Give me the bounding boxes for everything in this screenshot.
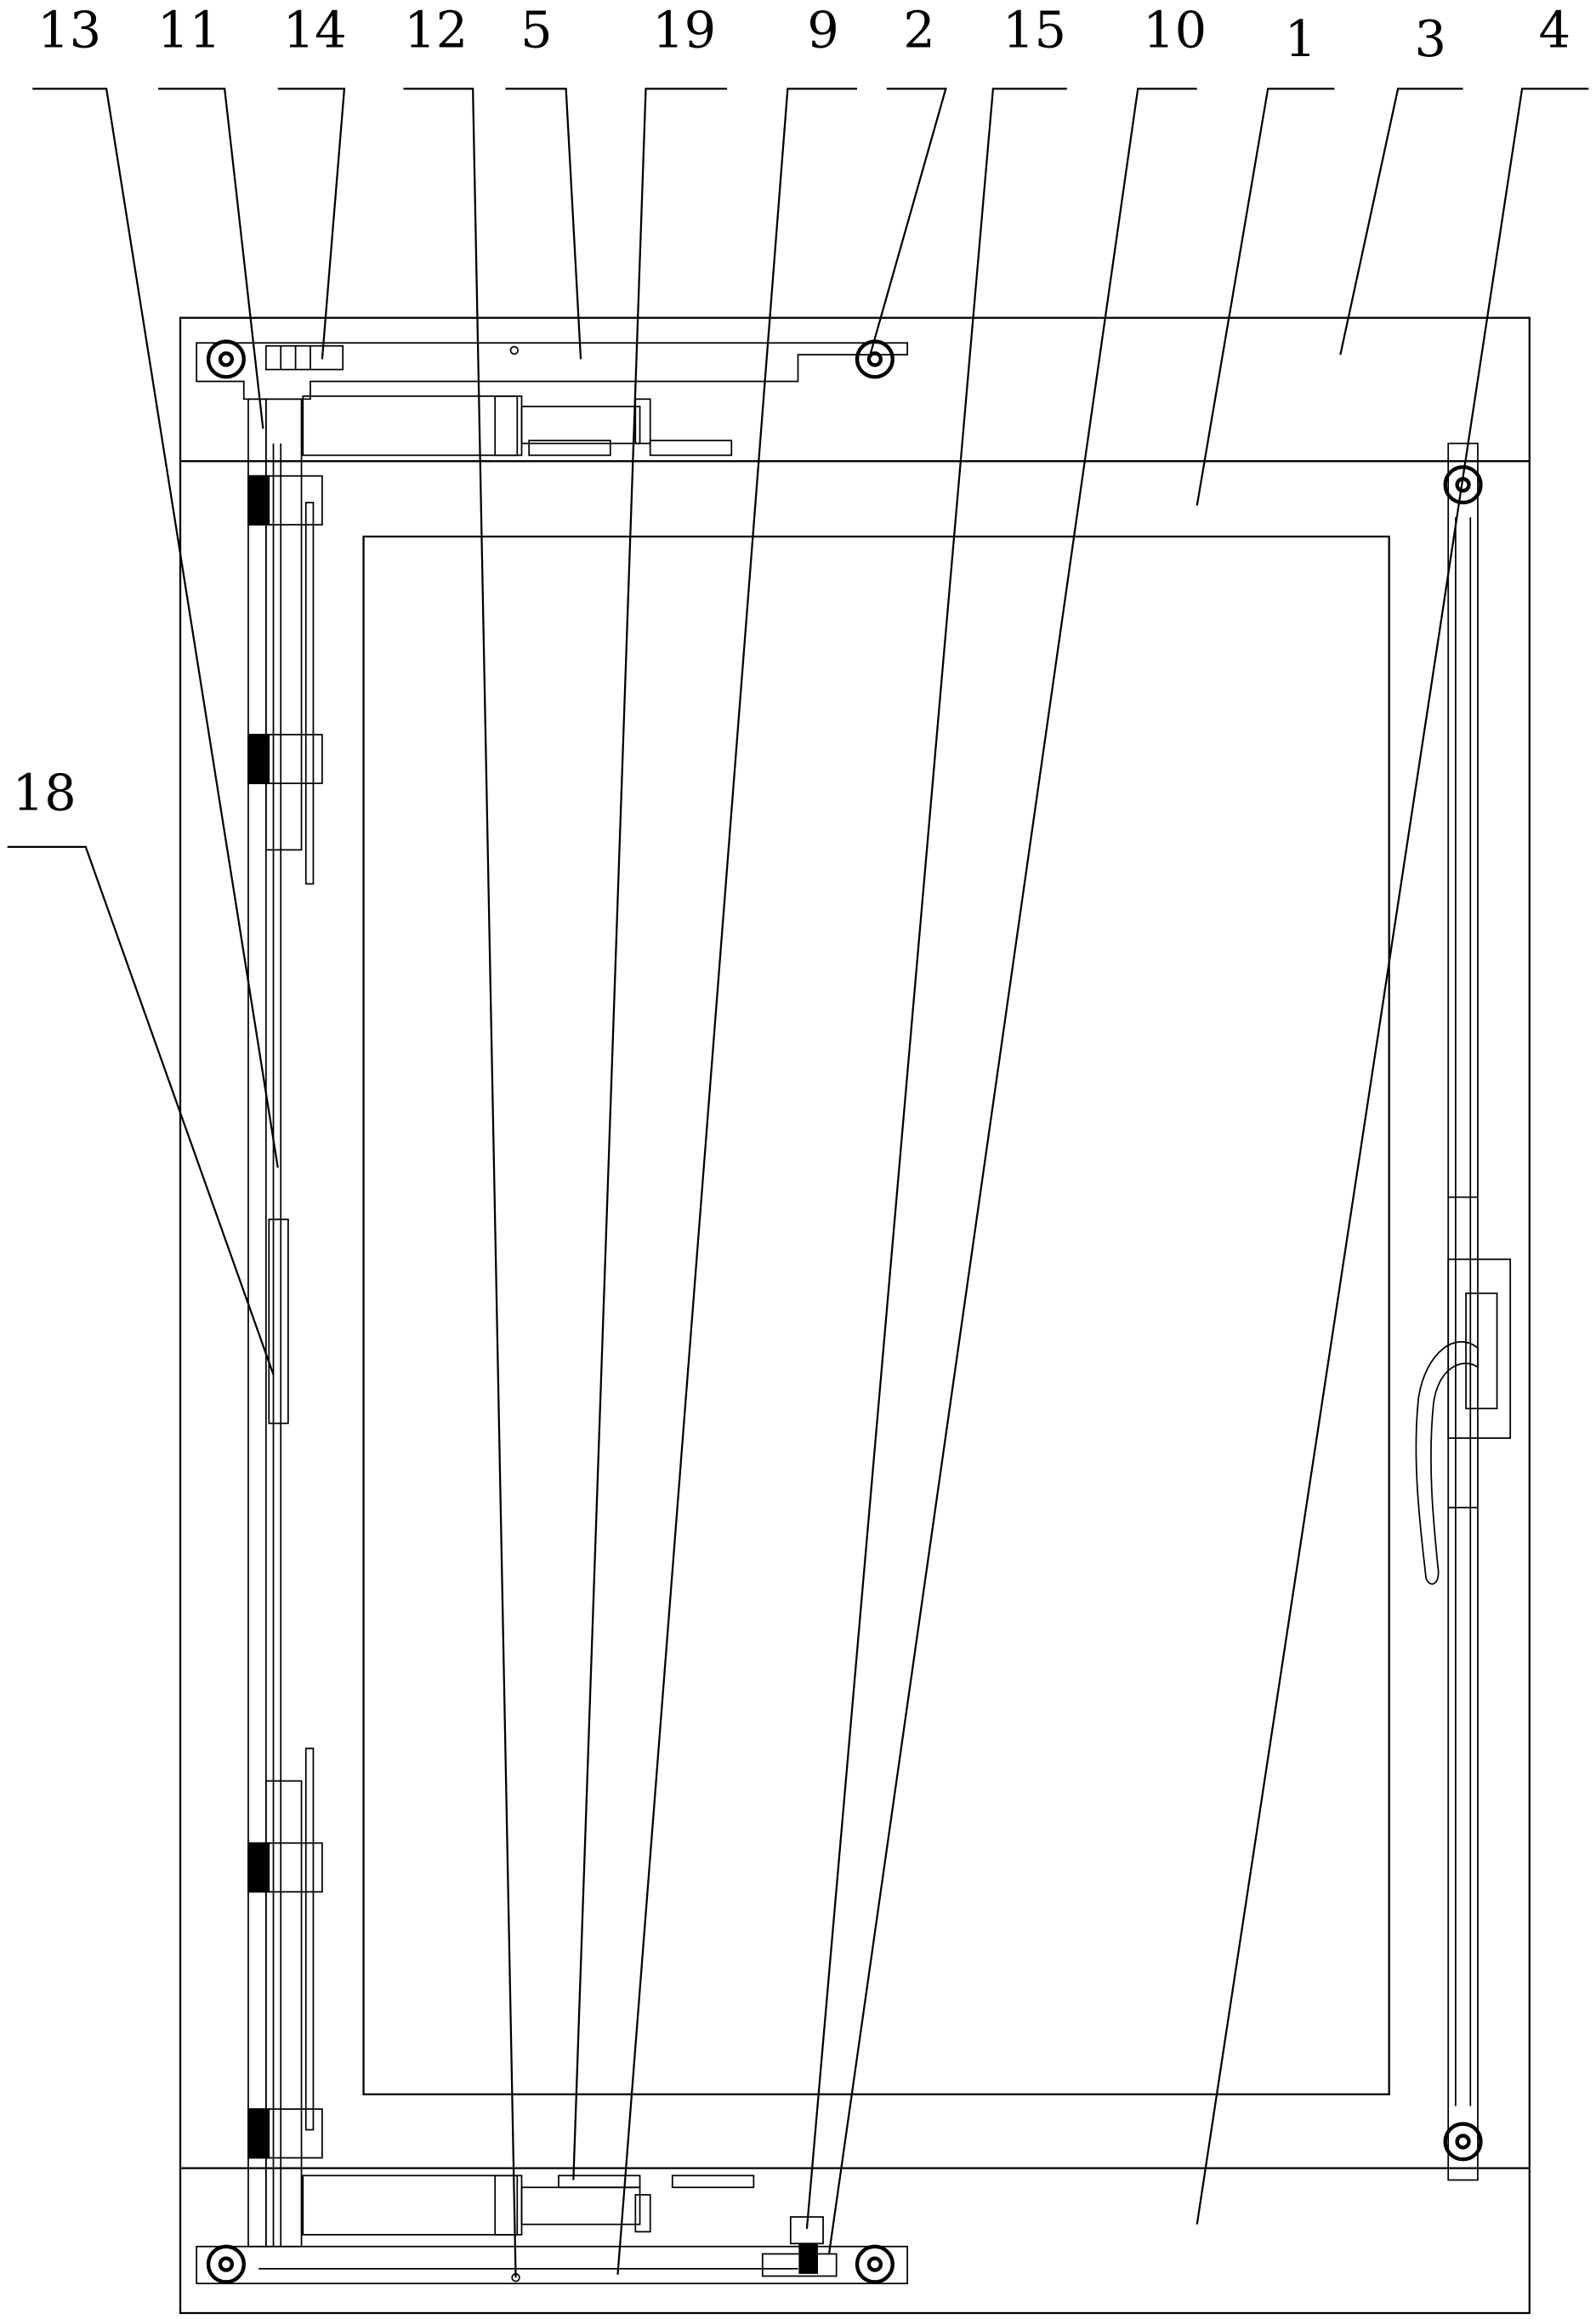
label-19: 19 [652,1,716,60]
label-1: 1 [1285,9,1317,68]
bottom-track-assembly [196,2175,907,2283]
glass-pane [364,537,1389,2094]
rollers [208,342,1480,2282]
label-9: 9 [807,1,839,60]
hinges [248,476,322,2158]
handle [1416,1342,1478,1584]
leader-lines [8,88,1589,2277]
reference-labels: 13 11 14 12 5 19 9 2 15 10 1 3 4 18 [13,1,1571,822]
right-lock-bar [1416,443,1510,2180]
label-13: 13 [37,1,101,60]
window-frame [180,318,1530,2313]
label-10: 10 [1143,1,1207,60]
label-12: 12 [404,1,468,60]
label-5: 5 [520,1,553,60]
left-hinge-rod-assembly [248,399,322,2246]
label-14: 14 [283,1,347,60]
label-2: 2 [903,1,935,60]
label-15: 15 [1002,1,1066,60]
label-3: 3 [1415,9,1447,68]
label-11: 11 [157,1,221,60]
label-4: 4 [1539,1,1571,60]
top-track-assembly [196,343,907,455]
label-18: 18 [13,763,77,821]
